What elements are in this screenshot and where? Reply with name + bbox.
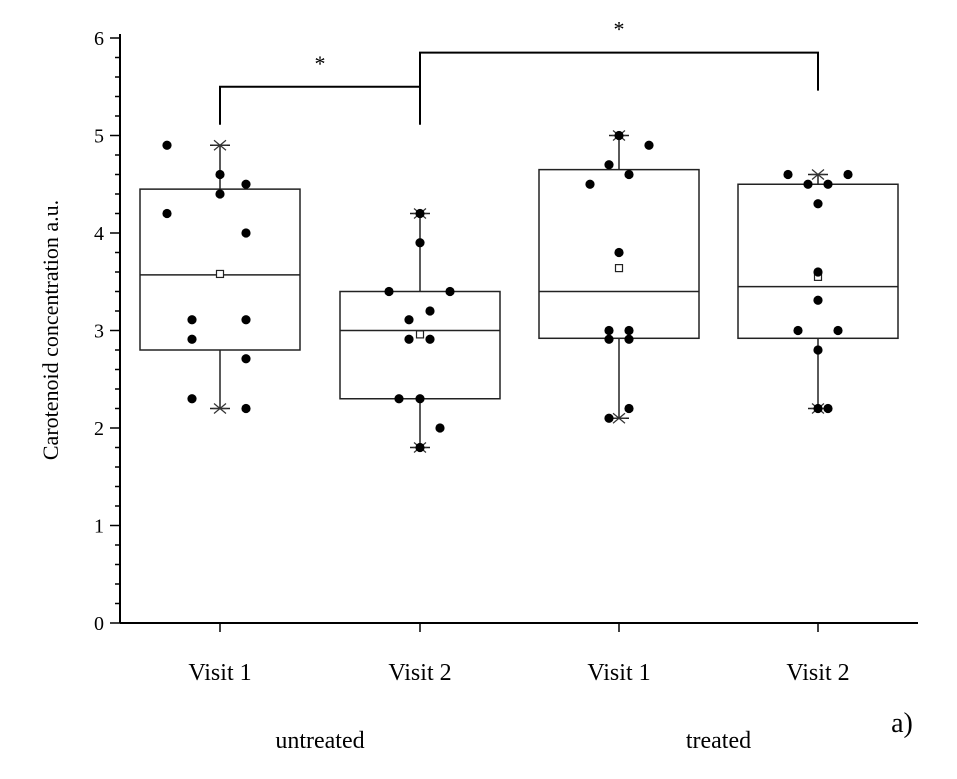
min-marker: [612, 412, 626, 424]
y-tick-label: 3: [94, 321, 104, 343]
data-point: [813, 403, 823, 414]
panel-tag: a): [891, 708, 913, 739]
data-point: [833, 325, 843, 336]
data-point: [241, 403, 251, 414]
iqr-box: [139, 188, 301, 351]
data-point: [604, 413, 614, 423]
data-point: [624, 403, 634, 414]
boxes: [139, 130, 899, 453]
data-point: [215, 169, 225, 180]
data-point: [162, 140, 172, 150]
significance-label: *: [614, 17, 625, 42]
data-point: [241, 179, 251, 189]
data-point: [404, 334, 414, 344]
data-points: [162, 130, 853, 453]
x-tick-label: Visit 2: [786, 660, 849, 686]
mean-marker: [415, 330, 425, 339]
x-tick-label: Visit 1: [587, 660, 650, 686]
data-point: [415, 238, 425, 248]
mean-marker: [614, 264, 624, 273]
data-point: [624, 169, 634, 180]
group-label: untreated: [275, 728, 364, 754]
data-point: [823, 403, 833, 414]
data-point: [435, 423, 445, 433]
y-axis-label: Carotenoid concentration a.u.: [38, 200, 63, 460]
data-point: [624, 325, 634, 336]
data-point: [793, 325, 803, 336]
iqr-box: [339, 290, 501, 400]
data-point: [187, 315, 197, 325]
data-point: [813, 295, 823, 305]
data-point: [415, 442, 425, 453]
max-marker: [811, 169, 825, 180]
significance-label: *: [315, 51, 326, 76]
data-point: [187, 394, 197, 404]
data-point: [644, 140, 654, 150]
data-point: [384, 286, 394, 297]
significance-bracket: [219, 85, 421, 125]
data-point: [813, 267, 823, 277]
group-label: treated: [686, 728, 751, 754]
data-point: [783, 169, 793, 180]
data-point: [415, 394, 425, 404]
significance-bracket: [419, 51, 819, 91]
y-tick-label: 5: [94, 126, 104, 148]
data-point: [394, 394, 404, 404]
x-tick-label: Visit 2: [388, 660, 451, 686]
box-1: [139, 139, 301, 414]
data-point: [585, 179, 595, 189]
data-point: [187, 334, 197, 344]
data-point: [823, 179, 833, 189]
iqr-box: [538, 168, 700, 340]
data-point: [813, 199, 823, 209]
y-tick-label: 2: [94, 418, 104, 440]
data-point: [415, 208, 425, 219]
x-tick-label: Visit 1: [188, 660, 251, 686]
data-point: [445, 286, 455, 297]
data-point: [803, 179, 813, 189]
data-point: [162, 208, 172, 219]
iqr-box: [737, 183, 899, 340]
significance-brackets: **: [219, 17, 819, 125]
data-point: [241, 228, 251, 238]
y-tick-label: 6: [94, 28, 104, 50]
data-point: [241, 354, 251, 364]
data-point: [604, 160, 614, 170]
data-point: [843, 169, 853, 180]
mean-marker: [215, 269, 225, 279]
data-point: [614, 130, 624, 141]
data-point: [215, 189, 225, 199]
data-point: [604, 325, 614, 336]
data-point: [813, 345, 823, 355]
data-point: [404, 315, 414, 325]
data-point: [604, 334, 614, 344]
y-tick-label: 0: [94, 613, 104, 635]
data-point: [624, 334, 634, 344]
y-tick-label: 4: [94, 223, 104, 245]
data-point: [425, 306, 435, 316]
y-tick-label: 1: [94, 516, 104, 538]
data-point: [425, 334, 435, 344]
data-point: [241, 315, 251, 325]
data-point: [614, 247, 624, 258]
max-marker: [213, 139, 227, 151]
min-marker: [213, 403, 227, 414]
box-3: [538, 130, 700, 424]
